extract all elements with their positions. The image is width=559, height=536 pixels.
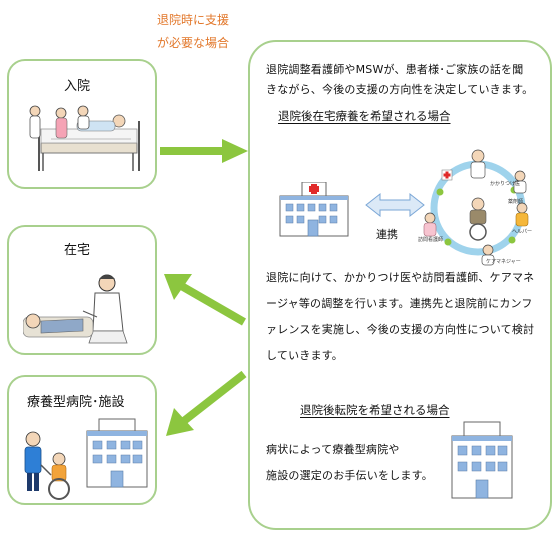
hospitalization-box: 入院 xyxy=(7,59,157,189)
transfer-facility-building-icon xyxy=(451,421,513,499)
facility-box: 療養型病院･施設 xyxy=(7,375,157,505)
top-note-line1: 退院時に支援 xyxy=(157,13,230,27)
facility-title: 療養型病院･施設 xyxy=(27,395,125,410)
caregiver-wheelchair-illustration xyxy=(24,431,70,500)
intro-text-line2: きながら、今後の支援の方向性を決定していきます。 xyxy=(266,83,534,96)
top-note-line2: が必要な場合 xyxy=(157,36,230,50)
home-care-heading: 退院後在宅療養を希望される場合 xyxy=(278,109,451,123)
label-doctor: かかりつけ医 xyxy=(490,181,521,187)
intro-text-line1: 退院調整看護師やMSWが、患者様･ご家族の話を聞 xyxy=(266,63,524,76)
main-panel: 退院調整看護師やMSWが、患者様･ご家族の話を聞 きながら、今後の支援の方向性を… xyxy=(248,40,552,530)
label-care-manager: ケアマネジャー xyxy=(486,259,521,265)
home-title: 在宅 xyxy=(64,243,91,258)
home-care-text-line1: 退院に向けて、かかりつけ医や訪問看護師、ケアマネ xyxy=(266,271,535,284)
arrow-to-home-box xyxy=(164,274,246,326)
home-care-text-line4: していきます。 xyxy=(266,349,343,362)
home-box: 在宅 xyxy=(7,225,157,355)
link-label: 連携 xyxy=(376,228,398,241)
hospital-bed-illustration xyxy=(29,105,140,171)
label-helper: ヘルパー xyxy=(512,229,533,235)
home-care-text-line2: ージャ等の調整を行います。連携先と退院前にカンフ xyxy=(266,297,533,310)
hospital-building-icon xyxy=(279,182,349,237)
home-care-text-line3: ァレンスを実施し、今後の支援の方向性について検討 xyxy=(266,323,535,336)
transfer-heading: 退院後転院を希望される場合 xyxy=(300,403,450,417)
transfer-text-line2: 施設の選定のお手伝いをします。 xyxy=(266,469,433,482)
link-arrow-icon xyxy=(365,192,425,218)
transfer-text-line1: 病状によって療養型病院や xyxy=(266,443,400,456)
label-nurse: 訪問看護師 xyxy=(418,237,444,243)
label-pharmacist: 薬剤師 xyxy=(508,199,524,205)
care-network-diagram xyxy=(423,149,529,266)
arrow-to-facility-box xyxy=(166,370,247,436)
home-visit-illustration xyxy=(23,274,128,344)
hospitalization-title: 入院 xyxy=(64,79,91,94)
arrow-to-main-panel xyxy=(160,139,248,163)
facility-building-icon xyxy=(86,418,148,488)
